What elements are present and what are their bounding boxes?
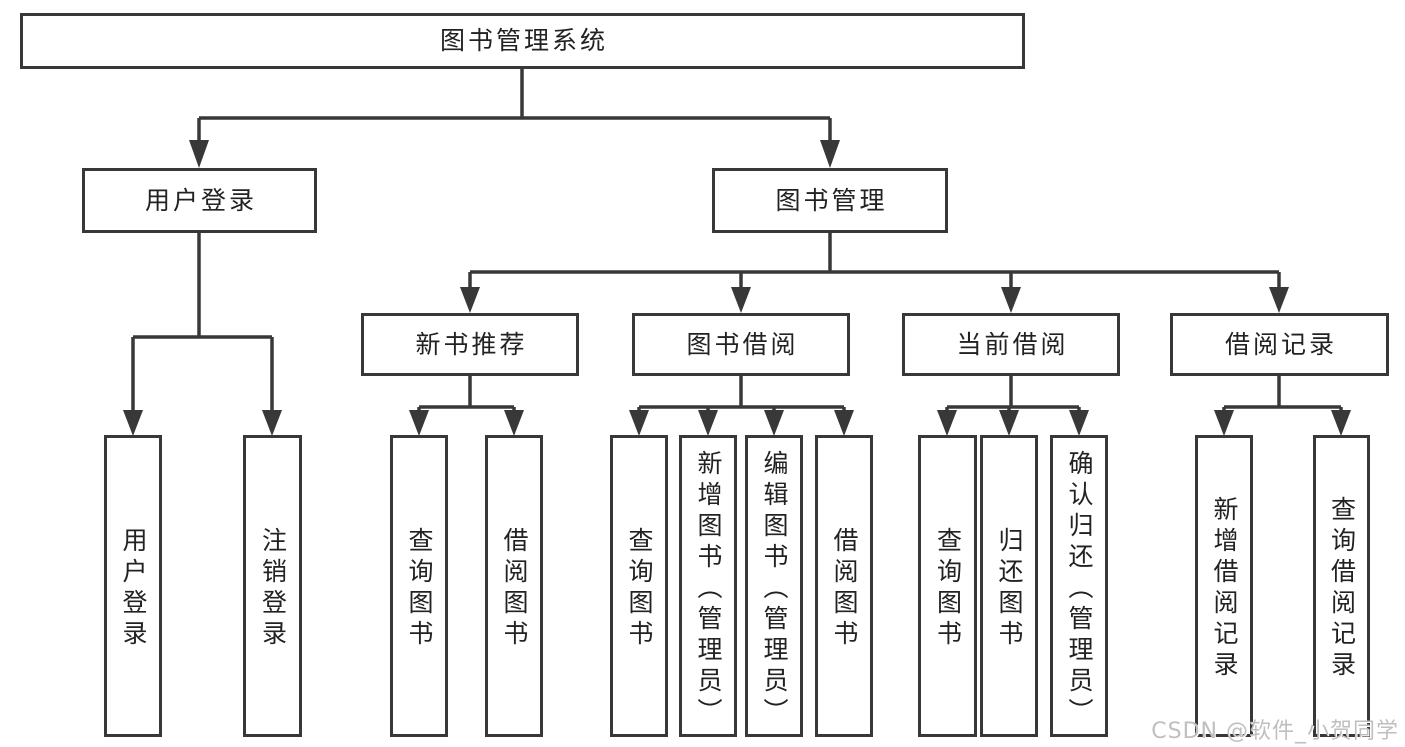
node-book-management: 图书管理	[712, 168, 948, 233]
node-borrow-records: 借阅记录	[1170, 313, 1389, 376]
leaf-query-books-recommend: 查询图书	[390, 435, 448, 737]
leaf-add-book-admin: 新增图书（管理员）	[679, 435, 737, 737]
leaf-confirm-return-admin: 确认归还（管理员）	[1050, 435, 1108, 737]
node-new-book-recommendation: 新书推荐	[361, 313, 579, 376]
leaf-query-books-borrowing: 查询图书	[610, 435, 668, 737]
node-user-login: 用户登录	[82, 168, 317, 233]
leaf-return-books: 归还图书	[980, 435, 1038, 737]
csdn-watermark: CSDN @软件_小贺同学	[1151, 719, 1399, 744]
leaf-add-borrow-record: 新增借阅记录	[1195, 435, 1253, 737]
leaf-query-borrow-record: 查询借阅记录	[1313, 435, 1370, 737]
node-book-borrowing: 图书借阅	[632, 313, 850, 376]
leaf-edit-book-admin: 编辑图书（管理员）	[745, 435, 803, 737]
node-library-management-system: 图书管理系统	[20, 13, 1025, 69]
node-current-borrowing: 当前借阅	[902, 313, 1120, 376]
leaf-logout: 注销登录	[243, 435, 302, 737]
leaf-query-books-current: 查询图书	[918, 435, 977, 737]
leaf-borrow-books-recommend: 借阅图书	[485, 435, 543, 737]
leaf-borrow-books-borrowing: 借阅图书	[815, 435, 873, 737]
leaf-user-login: 用户登录	[104, 435, 162, 737]
